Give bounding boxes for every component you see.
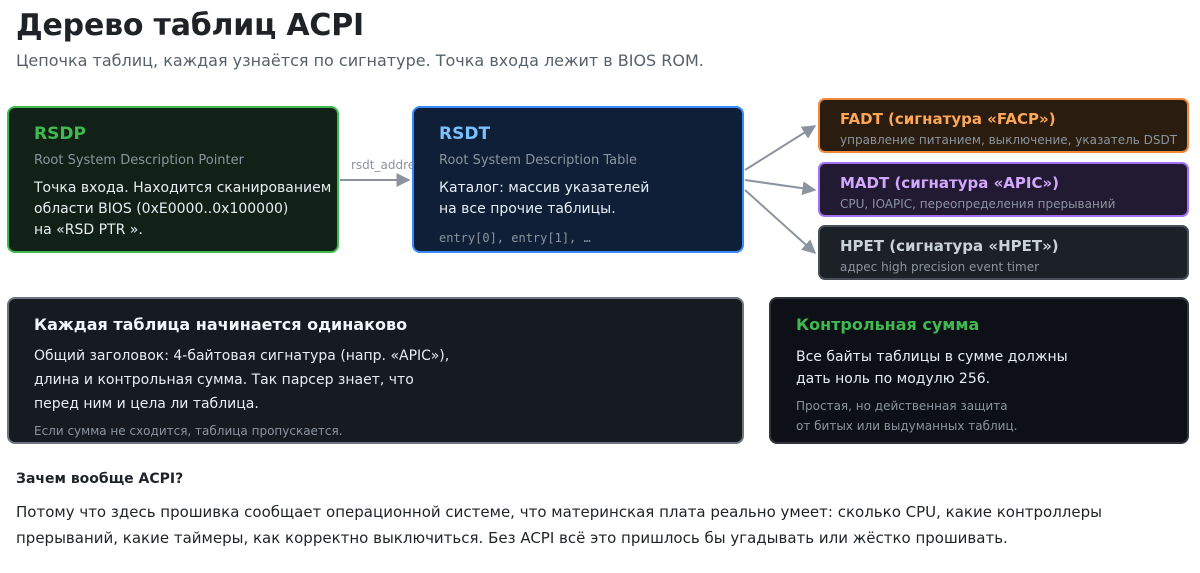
rsdp-description: Точка входа. Находится сканированием обл… (34, 180, 332, 238)
why-acpi-text: Потому что здесь прошивка сообщает опера… (16, 503, 1102, 547)
hpet-title: HPET (сигнатура «HPET») (840, 237, 1059, 255)
common-header-note: Если сумма не сходится, таблица пропуска… (34, 424, 343, 438)
common-header-body: Общий заголовок: 4-байтовая сигнатура (н… (34, 348, 450, 412)
madt-description: CPU, IOAPIC, переопределения прерываний (840, 197, 1116, 211)
edge-label-rsdt-address: rsdt_address (351, 158, 428, 172)
checksum-card: Контрольная сумма Все байты таблицы в су… (769, 297, 1189, 444)
checksum-body: Все байты таблицы в сумме должны дать но… (796, 349, 1068, 387)
fadt-node: FADT (сигнатура «FACP») управление питан… (818, 98, 1189, 153)
fadt-description: управление питанием, выключение, указате… (840, 133, 1178, 147)
madt-title: MADT (сигнатура «APIC») (840, 174, 1060, 192)
arrow-rsdt-to-hpet (744, 189, 817, 254)
checksum-title: Контрольная сумма (796, 315, 980, 334)
page-title: Дерево таблиц ACPI (16, 8, 364, 43)
fadt-title: FADT (сигнатура «FACP») (840, 110, 1056, 128)
common-header-title: Каждая таблица начинается одинаково (34, 315, 408, 334)
page-subtitle: Цепочка таблиц, каждая узнаётся по сигна… (16, 51, 704, 70)
madt-node: MADT (сигнатура «APIC») CPU, IOAPIC, пер… (818, 162, 1189, 217)
rsdp-title: RSDP (34, 124, 86, 144)
common-header-card: Каждая таблица начинается одинаково Общи… (7, 297, 744, 444)
hpet-description: адрес high precision event timer (840, 260, 1040, 274)
rsdt-node: RSDT Root System Description Table Катал… (412, 106, 744, 253)
rsdp-node: RSDP Root System Description Pointer Точ… (7, 106, 339, 253)
why-acpi-heading: Зачем вообще ACPI? (16, 471, 184, 487)
rsdp-subtitle: Root System Description Pointer (34, 153, 244, 168)
checksum-note: Простая, но действенная защита от битых … (796, 399, 1018, 433)
hpet-node: HPET (сигнатура «HPET») адрес high preci… (818, 225, 1189, 280)
rsdt-title: RSDT (439, 124, 491, 144)
rsdt-description: Каталог: массив указателей на все прочие… (439, 180, 650, 217)
rsdt-subtitle: Root System Description Table (439, 153, 637, 168)
arrow-rsdt-to-fadt (744, 125, 817, 171)
rsdt-entries: entry[0], entry[1], … (439, 231, 591, 245)
arrow-rsdt-to-madt (744, 179, 817, 196)
